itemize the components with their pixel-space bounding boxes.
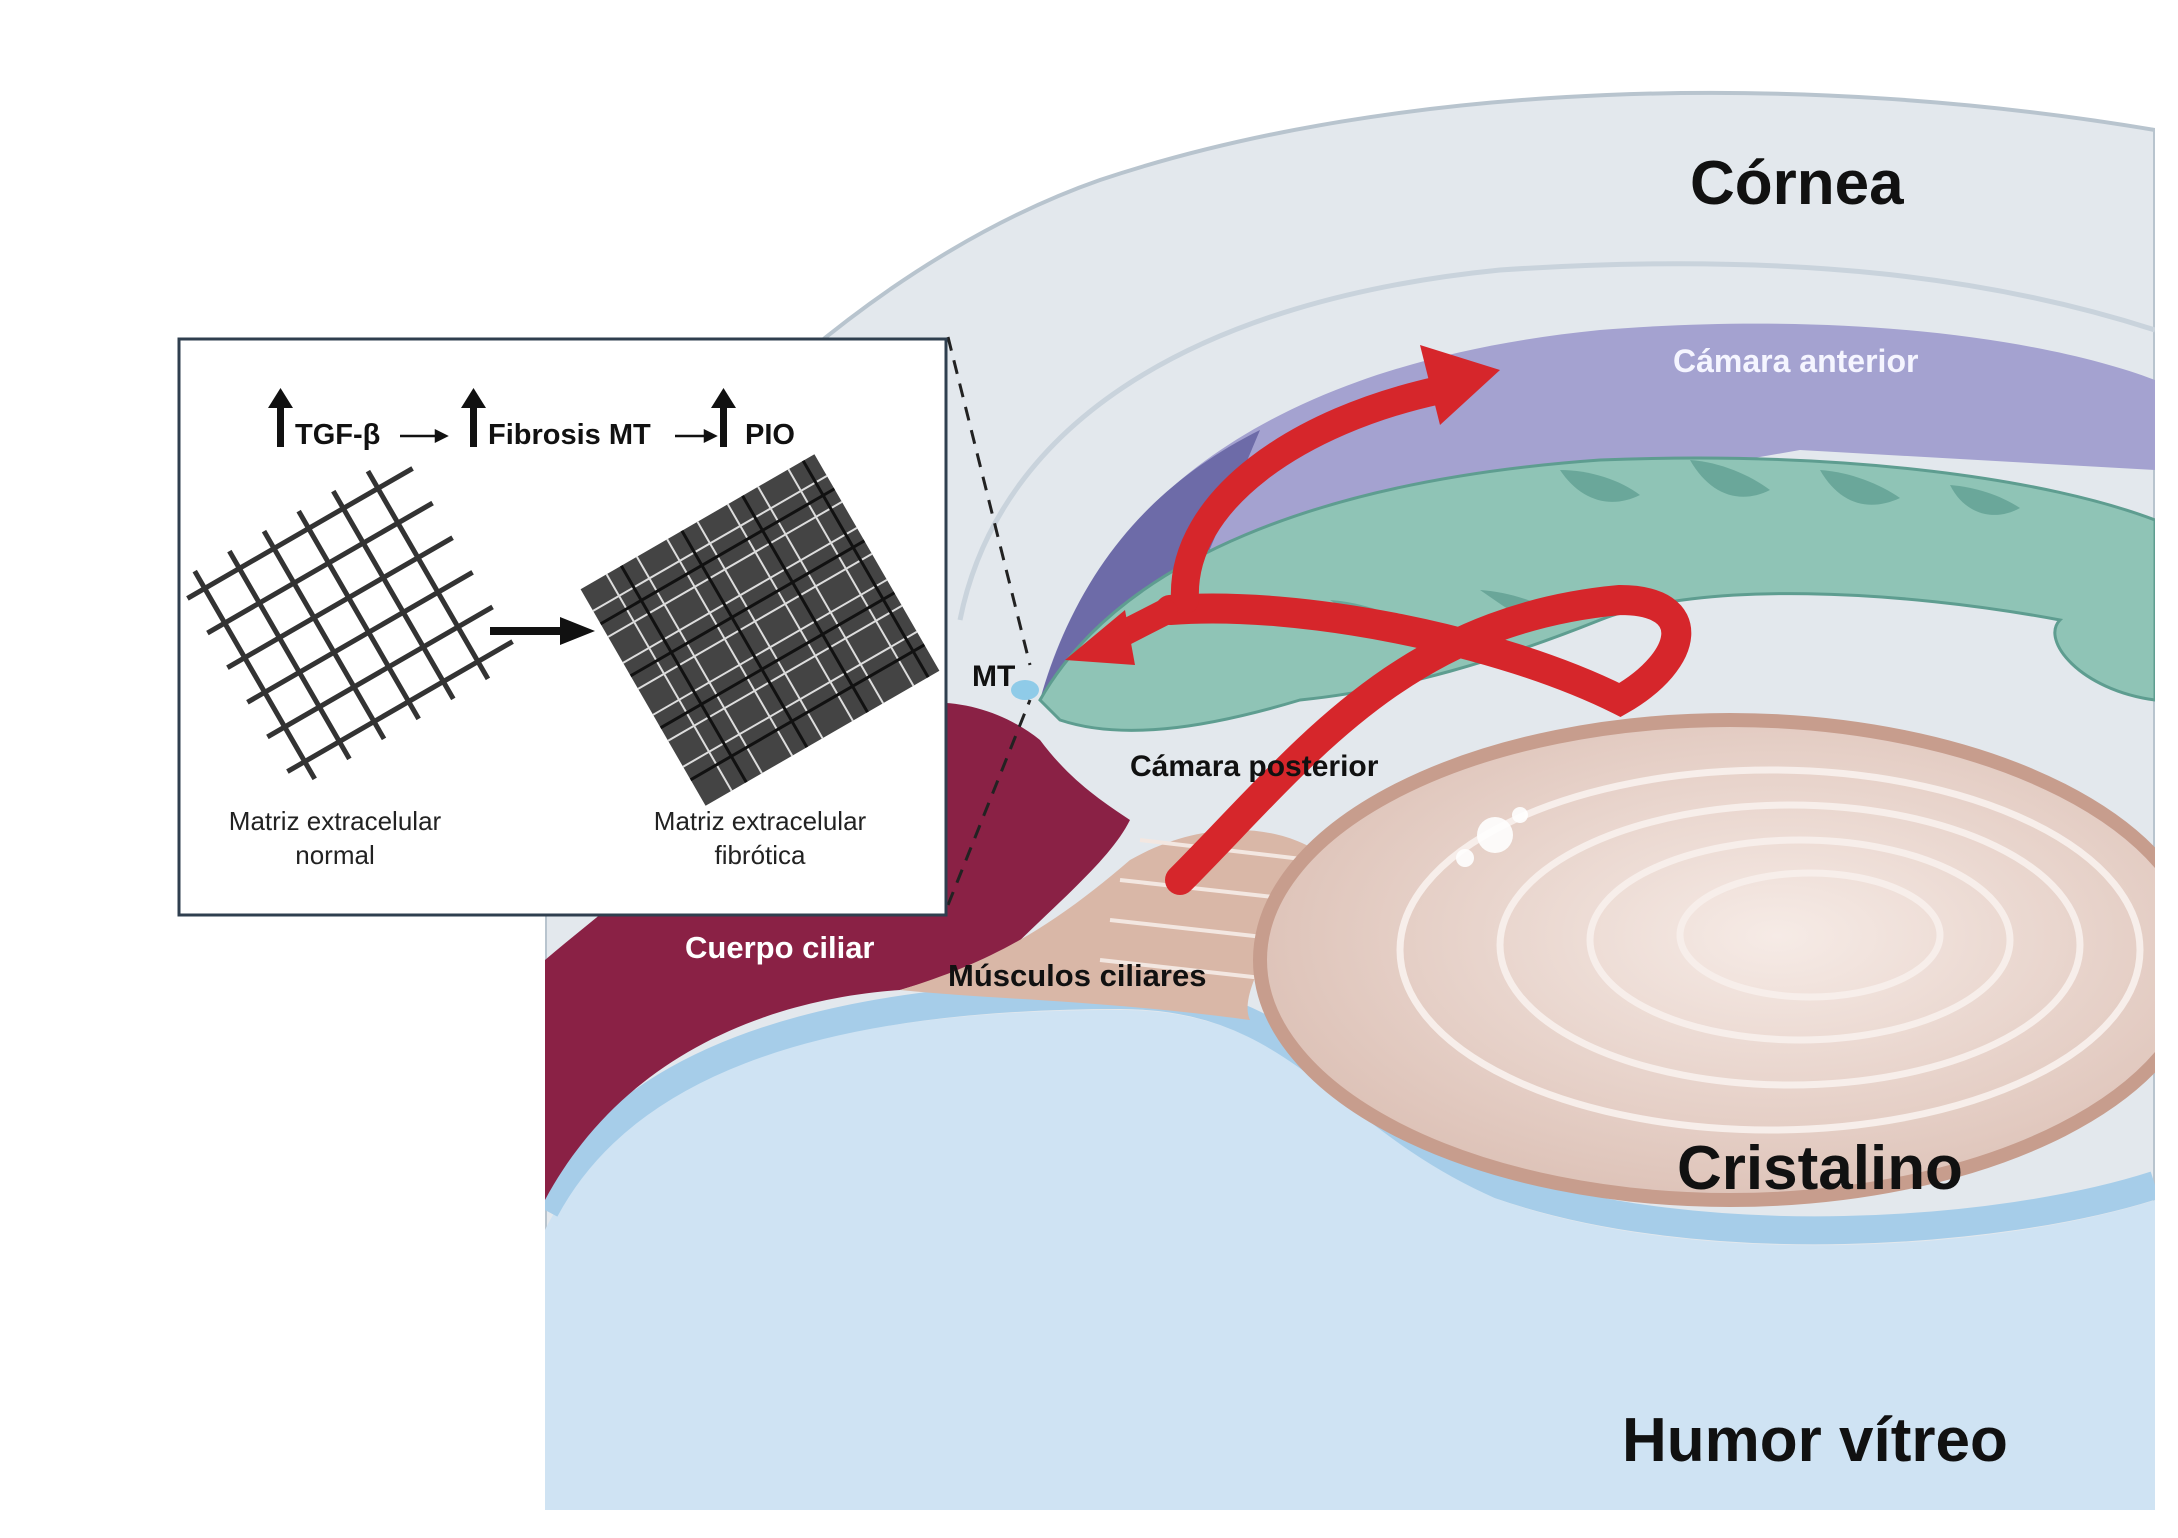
aqueous-flow-arrow <box>1155 584 1692 895</box>
fibrotic-matrix-caption-line1: Matriz extracelular <box>653 806 867 836</box>
posterior-chamber-label: Cámara posterior <box>1130 750 1379 783</box>
formula-pio: PIO <box>745 419 795 451</box>
formula-fibrosis-mt: Fibrosis MT <box>488 419 651 451</box>
trabecular-meshwork <box>1011 680 1039 700</box>
transition-arrow-icon <box>490 617 595 645</box>
fibrotic-matrix-mesh <box>580 454 940 806</box>
anterior-chamber-label: Cámara anterior <box>1673 343 1919 379</box>
up-arrow-icon <box>461 388 486 447</box>
arrowhead-left <box>1065 610 1135 665</box>
up-arrow-icon <box>711 388 736 447</box>
normal-matrix-caption-line2: normal <box>295 839 375 870</box>
lens-label: Cristalino <box>1677 1134 1963 1203</box>
vitreous-band <box>545 1010 2155 1510</box>
normal-matrix-caption: Matriz extracelular normal <box>190 805 480 873</box>
fibrotic-matrix-caption-line2: fibrótica <box>714 839 806 870</box>
lens-highlights <box>1456 807 1528 867</box>
ciliary-body <box>545 702 1130 1200</box>
lens-rings <box>1396 766 2144 1134</box>
cornea-inner-line <box>957 261 2155 621</box>
vitreous-label: Humor vítreo <box>1622 1406 2008 1475</box>
arrowhead-up <box>1420 345 1500 425</box>
ciliary-muscles-label: Músculos ciliares <box>948 958 1207 993</box>
aqueous-flow-arrow-up <box>1170 376 1454 614</box>
normal-matrix-caption-line1: Matriz extracelular <box>228 806 442 836</box>
normal-matrix-mesh <box>186 466 514 781</box>
fibrotic-matrix-caption: Matriz extracelular fibrótica <box>615 805 905 873</box>
connector-line-top <box>946 336 1032 666</box>
ciliary-body-label: Cuerpo ciliar <box>685 930 875 965</box>
cornea-label: Córnea <box>1690 149 1904 218</box>
mt-label: MT <box>972 660 1016 693</box>
right-arrow-icon <box>400 428 449 444</box>
right-arrow-icon <box>675 428 718 444</box>
connector-line-bottom <box>946 699 1032 906</box>
formula-tgf-beta: TGF-β <box>295 419 381 451</box>
up-arrow-icon <box>268 388 293 447</box>
